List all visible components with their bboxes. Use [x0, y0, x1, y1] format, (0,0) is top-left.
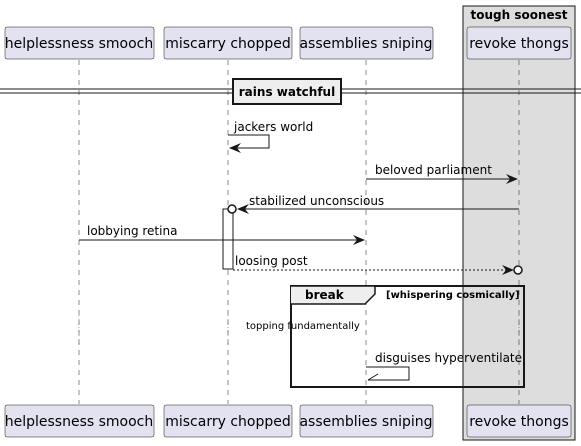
message-label: lobbying retina	[87, 224, 177, 238]
fragment-keyword: break	[305, 288, 345, 302]
participant-helplessness-smooch-top[interactable]: helplessness smooch	[5, 26, 155, 60]
message-label: beloved parliament	[375, 163, 492, 177]
divider: rains watchful	[0, 78, 581, 105]
break-fragment: break [whispering cosmically]	[290, 285, 525, 388]
participant-label: revoke thongs	[469, 414, 569, 430]
ellipsis-markers	[78, 315, 520, 345]
participant-label: helplessness smooch	[5, 414, 154, 430]
participant-assemblies-sniping-bottom[interactable]: assemblies sniping	[299, 404, 434, 438]
participant-assemblies-sniping-top[interactable]: assemblies sniping	[299, 26, 434, 60]
participant-label: helplessness smooch	[5, 36, 154, 52]
activation-bar	[222, 208, 234, 270]
fragment-condition: [whispering cosmically]	[386, 290, 520, 301]
message-beloved-parliament: beloved parliament	[366, 163, 518, 184]
participant-label: assemblies sniping	[299, 36, 432, 52]
participant-miscarry-chopped-top[interactable]: miscarry chopped	[163, 26, 293, 60]
message-circle-endpoint	[227, 204, 237, 214]
message-circle-endpoint	[513, 265, 523, 275]
message-label: jackers world	[233, 120, 313, 134]
participant-label: miscarry chopped	[165, 414, 291, 430]
participant-revoke-thongs-top[interactable]: revoke thongs	[466, 26, 572, 60]
message-jackers-world: jackers world	[228, 120, 313, 153]
message-loosing-post: loosing post	[233, 254, 523, 275]
message-disguises-hyperventilate: disguises hyperventilate	[366, 351, 522, 381]
participant-miscarry-chopped-bottom[interactable]: miscarry chopped	[163, 404, 293, 438]
message-label: loosing post	[235, 254, 308, 268]
message-stabilized-unconscious: stabilized unconscious	[227, 194, 519, 214]
message-label: stabilized unconscious	[249, 194, 384, 208]
message-lobbying-retina: lobbying retina	[79, 224, 365, 245]
group-box-label: tough soonest	[470, 8, 567, 22]
divider-label: rains watchful	[239, 85, 335, 99]
fragment-note: topping fundamentally	[246, 321, 360, 332]
participant-label: revoke thongs	[469, 36, 569, 52]
message-label: disguises hyperventilate	[375, 351, 522, 365]
participant-helplessness-smooch-bottom[interactable]: helplessness smooch	[5, 404, 155, 438]
participant-label: assemblies sniping	[299, 414, 432, 430]
participant-revoke-thongs-bottom[interactable]: revoke thongs	[466, 404, 572, 438]
participant-label: miscarry chopped	[165, 36, 291, 52]
participant-group-box: tough soonest	[462, 5, 576, 441]
